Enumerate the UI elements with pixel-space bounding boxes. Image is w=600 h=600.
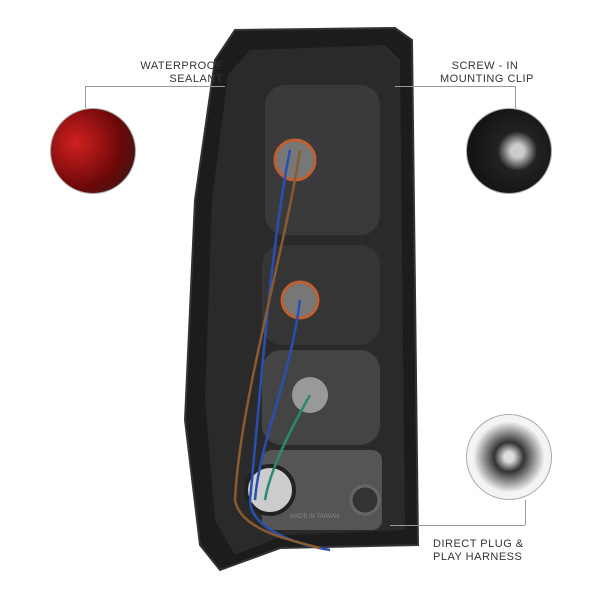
sealant-detail-image [50, 108, 136, 194]
housing-marking: MADE IN TAIWAN [290, 514, 339, 520]
clip-label-line2: MOUNTING CLIP [440, 73, 534, 85]
harness-label-line2: PLAY HARNESS [433, 551, 523, 563]
harness-label-line1: DIRECT PLUG & [433, 538, 524, 550]
clip-label: SCREW - IN MOUNTING CLIP [440, 60, 534, 86]
clip-detail-image [466, 108, 552, 194]
sealant-label: WATERPROOF SEALANT [118, 60, 223, 86]
harness-detail-image [466, 414, 552, 500]
clip-label-line1: SCREW - IN [451, 60, 519, 72]
sealant-label-line1: WATERPROOF [140, 60, 223, 72]
sealant-label-line2: SEALANT [169, 73, 223, 85]
harness-label: DIRECT PLUG & PLAY HARNESS [433, 538, 524, 564]
